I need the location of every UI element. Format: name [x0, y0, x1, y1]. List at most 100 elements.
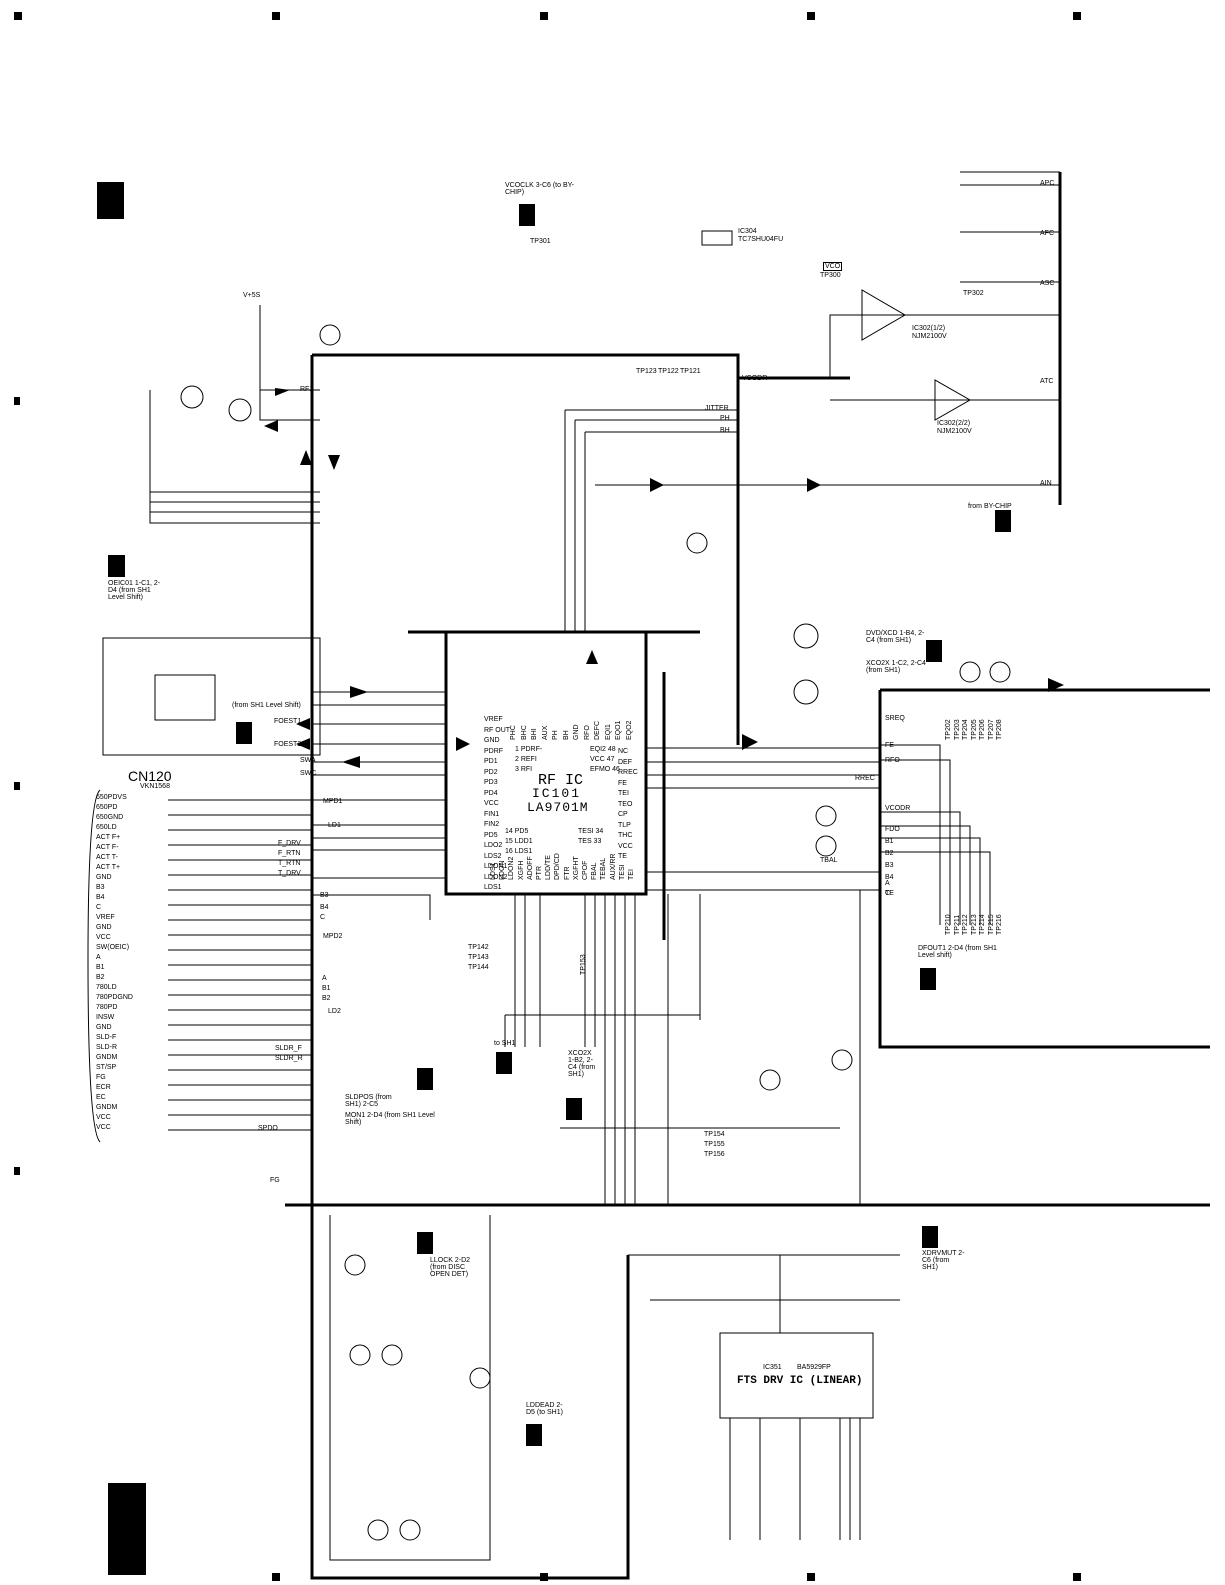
cn120-pin: A	[96, 954, 101, 961]
tp-bottom-label: TP213	[970, 914, 978, 935]
ic101-top-pin: GND	[573, 724, 580, 740]
tp-bottom-label: TP214	[979, 914, 986, 935]
tp-mid-label: TP154	[704, 1131, 725, 1138]
right-signal-label: TE	[885, 890, 894, 897]
cn120-pin: ST/SP	[96, 1064, 117, 1071]
right-signal-label: VCODR	[885, 805, 911, 812]
ic101-part: LA9701M	[527, 800, 589, 815]
tp-mid-label: TP156	[704, 1151, 725, 1158]
left-signal-label: FOEST2	[274, 741, 302, 748]
tp-top-label: TP122	[658, 368, 679, 375]
cn120-pin: GND	[96, 924, 112, 931]
lddead-note: LDDEAD 2-D5 (to SH1)	[526, 1402, 563, 1416]
right-signal-label: RFO	[885, 757, 900, 764]
cn120-pin: 650LD	[96, 824, 117, 831]
tp-right-label: TP208	[996, 719, 1003, 740]
ic101-left-pin: VREF	[484, 716, 503, 723]
cn120-pin: ACT T+	[96, 864, 121, 871]
cn120-pin: GND	[96, 874, 112, 881]
left-signal-label: SWC	[300, 770, 317, 777]
right-signal-label: ASC	[1040, 280, 1055, 287]
ic101-inner-pin: 1 PDRF-	[515, 746, 543, 753]
right-signal-label: SREQ	[885, 715, 905, 722]
tp-right-label: TP205	[970, 719, 978, 740]
ic101-left-pin: PDRF	[484, 747, 504, 755]
cn120-pin: B3	[96, 884, 105, 891]
ic101-bottom-pin: LDON2	[508, 856, 516, 880]
ic101-left-pin: LDON1	[484, 863, 508, 870]
ic304-ref: IC304	[738, 228, 757, 235]
ic101-right-pin: CP	[618, 811, 628, 818]
right-signal-label: FDO	[885, 826, 900, 833]
right-signal-label: TBAL	[820, 857, 838, 864]
cn120-pin: VCC	[96, 1114, 111, 1121]
cn120-pin: ACT F-	[96, 844, 119, 851]
left-signal-label: FG	[270, 1177, 280, 1184]
cn120-pin: SW(OEIC)	[96, 944, 130, 951]
left-signal-label: F_RTN	[278, 850, 301, 857]
ic101-inner-pin: VCC 47	[590, 756, 615, 763]
left-signal-label: SWA	[300, 757, 316, 764]
cn120-pin: B1	[96, 964, 105, 971]
cn120-pin: 780LD	[96, 984, 117, 991]
right-signal-label: B2	[885, 850, 894, 857]
right-signal-label: ATC	[1040, 378, 1054, 385]
ic101-inner-pin: 3 RFI	[515, 766, 533, 773]
cn120-pin: VCC	[96, 934, 111, 941]
ic101-right-pin: NC	[618, 748, 629, 755]
left-signal-label: B2	[322, 995, 331, 1002]
ic101-top-pin: AUX	[541, 725, 549, 740]
ic101-left-pin: LDON2	[484, 873, 508, 881]
ic101-ref: IC101	[532, 786, 582, 801]
left-signal-label: T_RTN	[278, 860, 301, 867]
ic101-top-pin: BHI	[531, 728, 538, 740]
tp-bottom-label: TP216	[996, 914, 1003, 935]
vcodr-label: VCODR	[742, 375, 768, 382]
ic101-left-pin: FIN2	[484, 821, 500, 828]
tp301-label: TP301	[530, 238, 551, 245]
ic101-bottom-pin: TEI	[628, 869, 635, 880]
tp302-label: TP302	[963, 290, 984, 297]
dvd-xcd-note: DVD/XCD 1-B4, 2-C4 (from SH1)	[866, 630, 925, 644]
cn120-pin: 780PDGND	[96, 994, 133, 1001]
ic101-bottom-pin: LDD/TE	[545, 855, 553, 880]
tp-bottom-label: TP210	[945, 914, 952, 935]
ic101-inner-pin: 15 LDD1	[505, 838, 533, 845]
jitter-label: JITTER	[705, 405, 729, 412]
ic101-bottom-pin: XGFH	[517, 860, 525, 880]
llock-note: LLOCK 2-D2 (from DISC OPEN DET)	[430, 1257, 471, 1278]
ic101-bottom-pin: LDON	[499, 860, 507, 880]
cn120-pin: ECR	[96, 1084, 111, 1091]
ic351-title: FTS DRV IC (LINEAR)	[737, 1375, 863, 1387]
left-signal-label: RF1	[300, 386, 314, 393]
tp-right-label: TP207	[987, 719, 995, 740]
cn120-pin: EC	[96, 1094, 106, 1101]
ic101-right-pin: FE	[618, 779, 627, 787]
left-signal-label: LD1	[328, 822, 341, 829]
to-sh1-note: to SH1	[494, 1040, 516, 1047]
cn120-pin: ACT T-	[96, 854, 118, 861]
tp-right-label: TP203	[953, 719, 961, 740]
ic101-top-pin: PHC	[510, 725, 517, 740]
ic101-left-pin: PD3	[484, 779, 498, 786]
left-signal-label: T_DRV	[278, 870, 301, 877]
cn120-pin: C	[96, 904, 102, 911]
right-signal-label: FE	[885, 742, 894, 749]
tp-mid-label: TP142	[468, 944, 489, 951]
tp-mid-label: TP143	[468, 954, 489, 961]
vco-label: VCO	[823, 262, 843, 271]
left-signal-label: MPD2	[323, 933, 343, 940]
tp-mid-label: TP153	[580, 954, 587, 975]
ic101-left-pin: LDS1	[484, 884, 502, 891]
left-signal-label: SPDO	[258, 1125, 278, 1132]
ic101-bottom-pin: PTR	[536, 866, 543, 880]
left-signal-label: F_DRV	[278, 840, 301, 847]
cn120-pin: SLD-R	[96, 1044, 118, 1051]
ic101-right-pin: THC	[618, 832, 633, 839]
tp-right-label: TP206	[979, 719, 986, 740]
supply-label: V+5S	[243, 292, 261, 299]
tp-top-label: TP123	[636, 368, 657, 375]
cn120-pin: 650GND	[96, 814, 124, 821]
